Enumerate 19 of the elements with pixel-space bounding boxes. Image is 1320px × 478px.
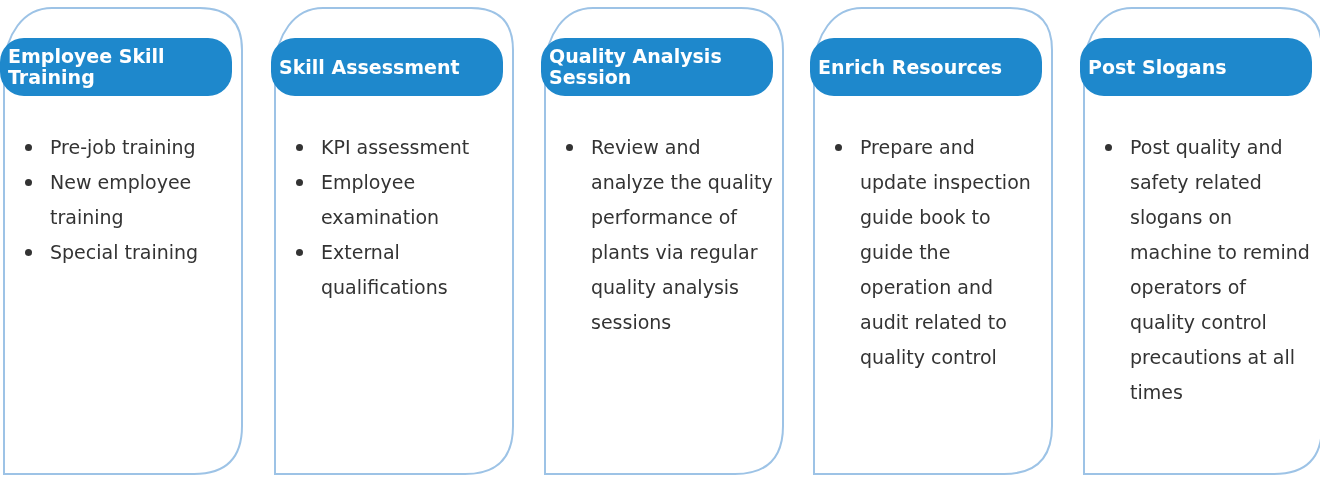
bullet-item: Prepare and update inspection guide book to guide the operation and audit related to quality control — [830, 130, 1042, 375]
bullet-item: External qualifications — [291, 235, 503, 305]
bullet-item: Pre-job training — [20, 130, 232, 165]
card-panel — [812, 6, 1054, 476]
heading-tab: Skill Assessment — [271, 38, 503, 96]
card-panel — [2, 6, 244, 476]
bullet-item: KPI assessment — [291, 130, 503, 165]
heading-tab: Quality Analysis Session — [541, 38, 773, 96]
card-panel — [543, 6, 785, 476]
card-panel — [1082, 6, 1320, 476]
bullet-item: Post quality and safety related slogans on machine to remind operators of quality control precautions at all times — [1100, 130, 1312, 410]
bullet-item: Employee examination — [291, 165, 503, 235]
card-panel — [273, 6, 515, 476]
bullet-item: Review and analyze the quality performance of plants via regular quality analysis sessions — [561, 130, 773, 340]
heading-tab: Post Slogans — [1080, 38, 1312, 96]
bullet-item: New employee training — [20, 165, 232, 235]
bullet-item: Special training — [20, 235, 232, 270]
heading-tab: Employee Skill Training — [0, 38, 232, 96]
heading-tab: Enrich Resources — [810, 38, 1042, 96]
